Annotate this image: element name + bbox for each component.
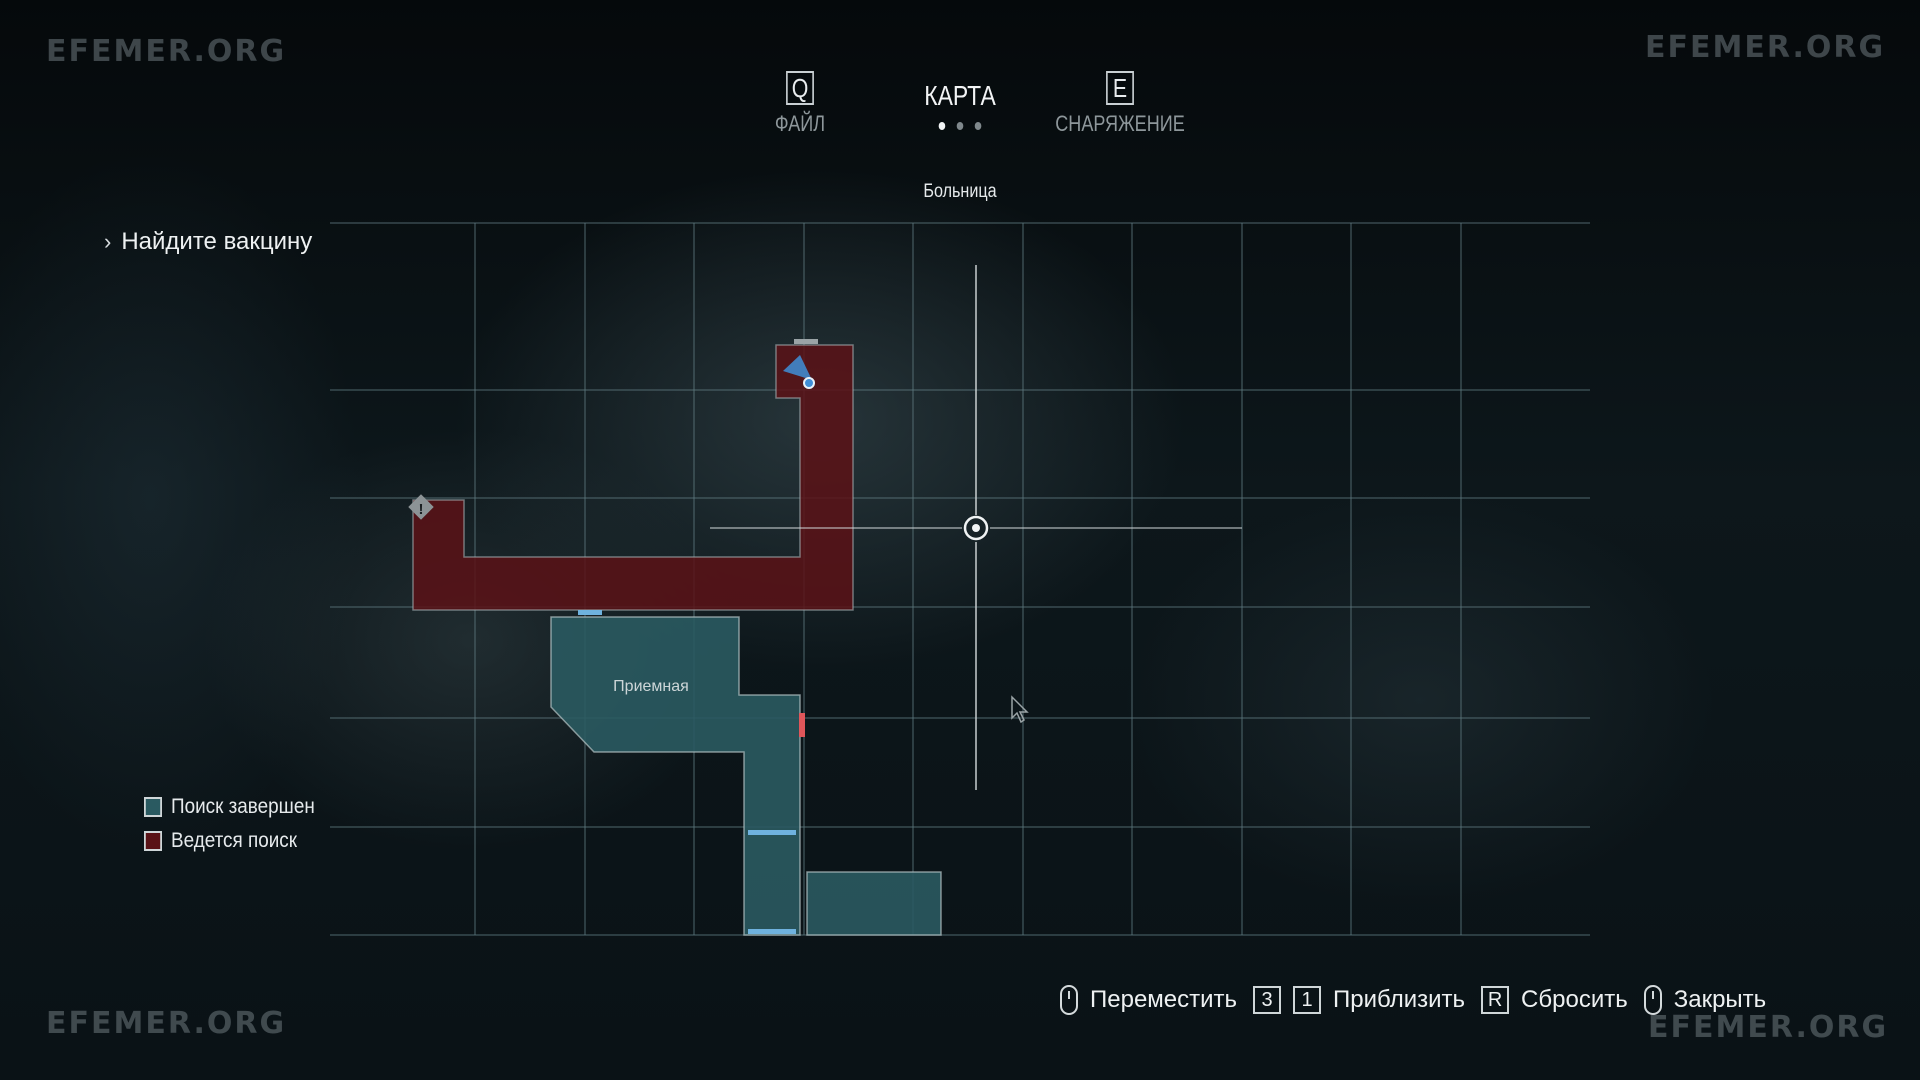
page-dot — [974, 122, 982, 130]
legend-label: Ведется поиск — [171, 829, 298, 852]
door — [748, 830, 796, 835]
mouse-icon — [1060, 985, 1078, 1015]
key-q: Q — [786, 71, 814, 105]
key-1: 1 — [1293, 986, 1322, 1014]
map-grid — [330, 222, 1590, 936]
objective-text: Найдите вакцину — [121, 228, 313, 255]
key-e: E — [1106, 71, 1134, 105]
door — [578, 610, 602, 615]
watermark: EFEMER.ORG — [46, 34, 287, 69]
tab-map-label: КАРТА — [924, 80, 996, 111]
tab-file[interactable]: Q ФАЙЛ — [764, 71, 836, 137]
watermark: EFEMER.ORG — [46, 1006, 287, 1041]
tab-equipment[interactable]: E СНАРЯЖЕНИЕ — [1054, 71, 1185, 137]
watermark: EFEMER.ORG — [1645, 30, 1886, 65]
map-legend: Поиск завершен Ведется поиск — [144, 795, 334, 863]
mouse-icon — [1643, 985, 1662, 1015]
svg-text:!: ! — [419, 501, 424, 518]
legend-swatch-searched — [144, 797, 162, 817]
watermark: EFEMER.ORG — [1648, 1010, 1889, 1045]
tab-file-label: ФАЙЛ — [774, 111, 826, 136]
legend-label: Поиск завершен — [171, 795, 315, 818]
control-move-label: Переместить — [1090, 986, 1238, 1013]
key-r: R — [1481, 986, 1510, 1014]
control-reset-label: Сбросить — [1521, 986, 1628, 1013]
warning-icon[interactable]: ! — [408, 494, 434, 520]
crosshair-icon — [710, 265, 1242, 790]
control-close-label: Закрыть — [1673, 986, 1767, 1013]
control-zoom[interactable]: 3 1 Приблизить — [1253, 986, 1465, 1014]
key-3: 3 — [1253, 986, 1282, 1014]
control-hints: Переместить 3 1 Приблизить R Сбросить За… — [1060, 985, 1766, 1015]
locked-door — [799, 713, 805, 737]
door — [748, 929, 796, 934]
page-dots — [938, 122, 982, 130]
page-dot-active — [938, 122, 946, 130]
room-in-progress[interactable] — [412, 344, 854, 611]
control-move[interactable]: Переместить — [1060, 985, 1237, 1015]
chevron-right-icon: › — [104, 229, 112, 254]
room-reception[interactable] — [550, 616, 801, 936]
control-close[interactable]: Закрыть — [1643, 985, 1767, 1015]
tab-equipment-label: СНАРЯЖЕНИЕ — [1055, 111, 1185, 136]
door — [794, 339, 818, 344]
objective: › Найдите вакцину — [104, 228, 312, 256]
room-searched[interactable] — [806, 871, 942, 936]
legend-item-searched: Поиск завершен — [144, 795, 315, 819]
control-zoom-label: Приблизить — [1333, 986, 1466, 1013]
area-title: Больница — [923, 181, 997, 202]
tab-map[interactable]: КАРТА — [919, 80, 1001, 130]
page-dot — [956, 122, 964, 130]
player-marker-icon — [783, 355, 815, 389]
legend-swatch-in-progress — [144, 831, 162, 851]
mouse-pointer-icon — [1011, 695, 1029, 724]
legend-item-in-progress: Ведется поиск — [144, 829, 315, 853]
control-reset[interactable]: R Сбросить — [1481, 986, 1628, 1014]
room-label: Приемная — [613, 678, 689, 695]
